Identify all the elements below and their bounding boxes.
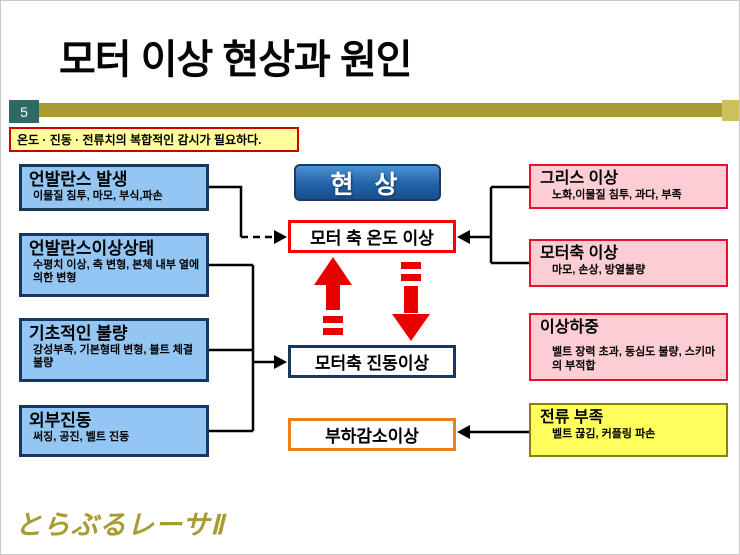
cause-desc: 마모, 손상, 방열불량 — [552, 264, 646, 277]
cause-box-unbalance-state: 언발란스이상상태 수평치 이상, 축 변형, 본체 내부 열에 의한 변형 — [19, 233, 209, 297]
phenomenon-header: 현 상 — [294, 164, 441, 201]
cause-desc: 이물질 침투, 마모, 부식,파손 — [33, 189, 163, 202]
cause-title: 기초적인 불량 — [29, 324, 128, 343]
connector-unbalance-elbow — [209, 185, 243, 237]
red-up-arrow — [314, 257, 352, 335]
arrowhead-temp-right — [457, 230, 470, 244]
accent-bar-end — [722, 100, 739, 121]
connector-left-bracket — [209, 263, 275, 433]
cause-desc: 수평치 이상, 축 변형, 본체 내부 열에 의한 변형 — [33, 258, 200, 285]
cause-title: 외부진동 — [29, 411, 92, 430]
cause-title: 언발란스 발생 — [29, 170, 128, 189]
phenomenon-box-shaft-vibration: 모터축 진동이상 — [288, 345, 456, 378]
cause-title: 모터축 이상 — [540, 245, 619, 262]
cause-box-unbalance: 언발란스 발생 이물질 침투, 마모, 부식,파손 — [19, 164, 209, 211]
cause-title: 전류 부족 — [540, 409, 604, 426]
red-down-arrow — [392, 262, 430, 341]
cause-title: 언발란스이상상태 — [29, 239, 155, 258]
page-number: 5 — [9, 100, 39, 123]
cause-desc: 벨트 끊김, 커플링 파손 — [552, 428, 656, 441]
cause-box-foundation-defect: 기초적인 불량 강성부족, 기본형태 변형, 볼트 체결 불량 — [19, 318, 209, 382]
phenomenon-box-load-decrease: 부하감소이상 — [288, 418, 456, 451]
arrowhead-temp-left — [274, 230, 287, 244]
connector-right-bracket — [469, 185, 529, 265]
cause-title: 그리스 이상 — [540, 170, 619, 187]
cause-desc: 써징, 공진, 벨트 진동 — [33, 430, 130, 443]
cause-title: 이상하중 — [540, 319, 599, 336]
slide-title: 모터 이상 현상과 원인 — [59, 38, 413, 82]
cause-box-motor-shaft: 모터축 이상 마모, 손상, 방열불량 — [529, 239, 728, 287]
arrowhead-load-right — [457, 425, 470, 439]
arrowhead-vibration-left — [274, 355, 287, 369]
cause-desc: 벨트 장력 초과, 동심도 불량, 스키마의 부적합 — [552, 346, 716, 373]
note-box: 온도 · 진동 · 전류치의 복합적인 감시가 필요하다. — [9, 127, 299, 152]
accent-bar — [39, 103, 723, 117]
cause-box-grease: 그리스 이상 노화,이물질 침투, 과다, 부족 — [529, 164, 728, 209]
phenomenon-box-shaft-temperature: 모터 축 온도 이상 — [288, 220, 456, 253]
cause-box-current-shortage: 전류 부족 벨트 끊김, 커플링 파손 — [529, 403, 728, 457]
cause-desc: 강성부족, 기본형태 변형, 볼트 체결 불량 — [33, 343, 194, 370]
product-logo: とらぶるレーサⅡ — [15, 510, 225, 540]
cause-desc: 노화,이물질 침투, 과다, 부족 — [552, 189, 682, 202]
cause-box-abnormal-load: 이상하중 벨트 장력 초과, 동심도 불량, 스키마의 부적합 — [529, 313, 728, 381]
cause-box-external-vibration: 외부진동 써징, 공진, 벨트 진동 — [19, 405, 209, 457]
